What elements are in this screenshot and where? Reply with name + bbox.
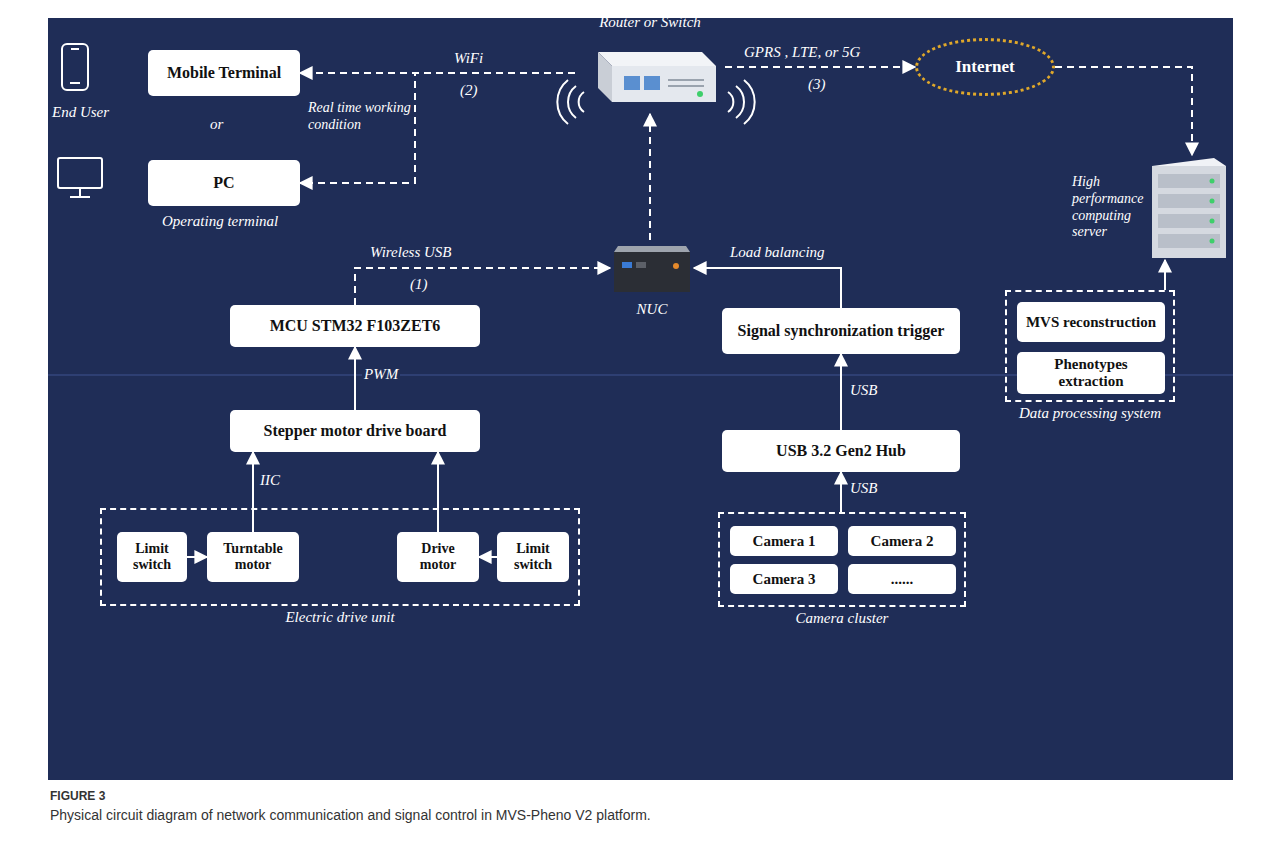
connector-arrow — [479, 556, 497, 558]
server-icon — [1152, 158, 1226, 258]
connector-arrow — [725, 66, 915, 68]
node-text: Electric drive unit — [82, 609, 598, 626]
process-box: MCU STM32 F103ZET6 — [230, 305, 480, 347]
process-box: Signal synchronization trigger — [722, 308, 960, 354]
camera-box: ...... — [848, 564, 956, 594]
connector-arrow — [355, 268, 610, 305]
camera-box: Camera 2 — [848, 526, 956, 556]
process-box: Phenotypes extraction — [1017, 352, 1165, 394]
annotation-label: Wireless USB — [368, 244, 454, 261]
connector-arrow — [187, 556, 207, 558]
node-text: Stepper motor drive board — [264, 422, 447, 440]
connector-arrow — [694, 268, 841, 308]
server-node: High performance computing server — [1072, 155, 1230, 260]
nuc-node: NUC — [610, 240, 694, 318]
annotation-label: or — [208, 116, 225, 133]
figure-number: FIGURE 3 — [50, 789, 105, 803]
node-text: Limit switch — [123, 541, 181, 573]
annotation-label: Load balancing — [728, 244, 827, 261]
node-text: Camera 3 — [753, 571, 816, 588]
node-text: Data processing system — [987, 405, 1193, 422]
annotation-label: Real time working condition — [306, 100, 414, 134]
annotation-label: WiFi — [452, 50, 485, 67]
node-text: Camera 2 — [871, 533, 934, 550]
node-text: MCU STM32 F103ZET6 — [270, 317, 441, 335]
annotation-label: (3) — [806, 76, 828, 93]
component-box: Turntable motor — [207, 532, 299, 582]
process-box: USB 3.2 Gen2 Hub — [722, 430, 960, 472]
terminal-box: Mobile Terminal — [148, 50, 300, 96]
node-text: ...... — [891, 571, 914, 588]
group-box: Electric drive unitLimit switchTurntable… — [100, 508, 580, 606]
connector-arrow — [1164, 260, 1166, 290]
node-text: Internet — [955, 57, 1014, 77]
router-icon — [598, 52, 716, 102]
node-text: Drive motor — [403, 541, 473, 573]
node-text: MVS reconstruction — [1026, 314, 1156, 331]
node-text: Signal synchronization trigger — [738, 322, 945, 340]
annotation-label: GPRS , LTE, or 5G — [742, 44, 862, 61]
panel — [48, 18, 1233, 780]
group-box: Data processing systemMVS reconstruction… — [1005, 290, 1175, 402]
node-text: Mobile Terminal — [167, 64, 281, 82]
wifi-waves — [557, 80, 754, 124]
connector-arrow — [840, 472, 842, 512]
component-box: Drive motor — [397, 532, 479, 582]
node-text: Limit switch — [503, 541, 563, 573]
annotation-label: (2) — [458, 82, 480, 99]
annotation-label: IIC — [258, 472, 282, 489]
node-text: Camera 1 — [753, 533, 816, 550]
connector-arrow — [300, 73, 575, 183]
router-node: Router or Switch — [575, 14, 725, 114]
nuc-icon — [614, 246, 690, 292]
node-text: NUC — [637, 301, 668, 318]
component-box: Limit switch — [497, 532, 569, 582]
connector-arrow — [252, 452, 254, 532]
connector-arrow — [354, 347, 356, 410]
node-text: Camera cluster — [700, 610, 984, 627]
camera-box: Camera 1 — [730, 526, 838, 556]
connector-arrow — [1055, 67, 1192, 155]
process-box: MVS reconstruction — [1017, 302, 1165, 342]
connector-arrow — [840, 354, 842, 430]
node-text: High performance computing server — [1072, 174, 1150, 241]
camera-box: Camera 3 — [730, 564, 838, 594]
terminal-box: PC — [148, 160, 300, 206]
process-box: Stepper motor drive board — [230, 410, 480, 452]
annotation-label: (1) — [408, 276, 430, 293]
phone-icon — [62, 44, 88, 90]
monitor-icon — [58, 158, 102, 197]
connector-arrow — [437, 452, 439, 532]
annotation-label: End User — [50, 104, 111, 121]
node-text: Turntable motor — [213, 541, 293, 573]
node-text: PC — [213, 174, 234, 192]
connector-arrow — [649, 114, 651, 240]
annotation-label: PWM — [362, 366, 400, 383]
group-box: Camera clusterCamera 1Camera 2Camera 3..… — [718, 512, 966, 607]
component-box: Limit switch — [117, 532, 187, 582]
node-text: Phenotypes extraction — [1023, 356, 1159, 390]
annotation-label: USB — [848, 480, 880, 497]
node-text: Router or Switch — [599, 14, 701, 31]
node-text: USB 3.2 Gen2 Hub — [776, 442, 906, 460]
cloud-ellipse: Internet — [915, 38, 1055, 96]
figure-caption: Physical circuit diagram of network comm… — [50, 807, 651, 823]
annotation-label: Operating terminal — [160, 213, 280, 230]
annotation-label: USB — [848, 382, 880, 399]
